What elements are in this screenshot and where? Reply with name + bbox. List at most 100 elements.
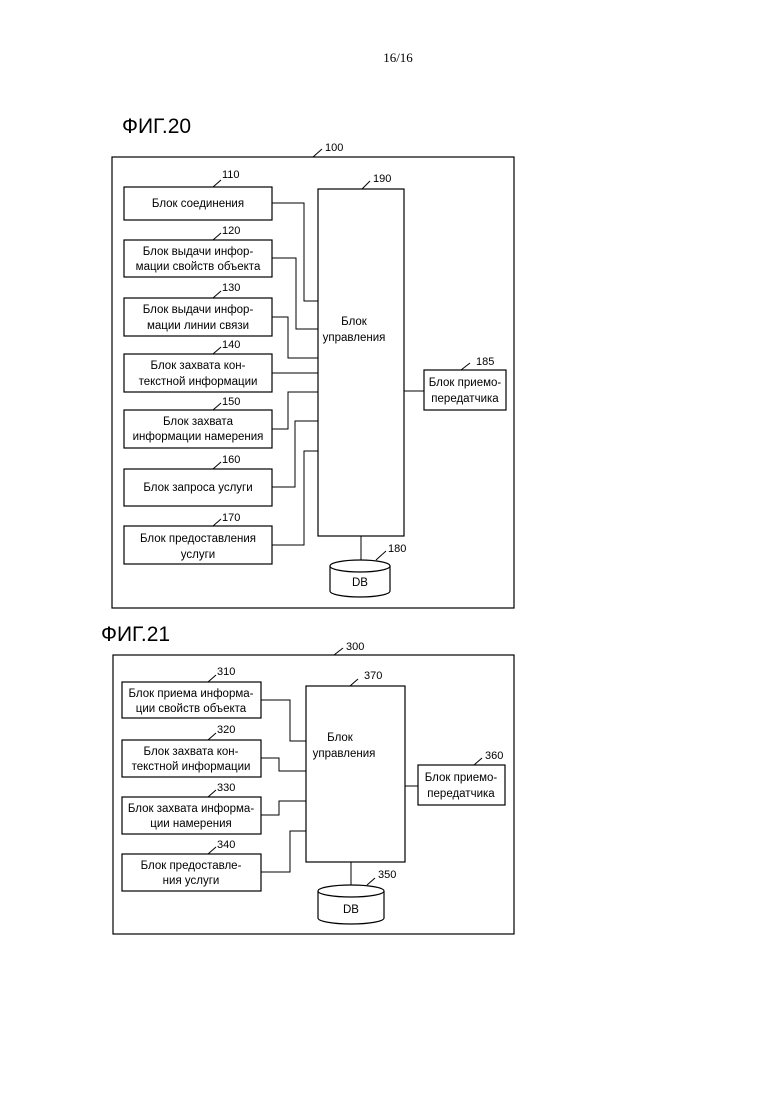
figure-20: ФИГ.20 100 Блок соединения 110 Блок выда…: [112, 115, 514, 608]
fig20-block-170-line1: Блок предоставления: [140, 533, 256, 545]
fig20-block-170-ref: 170: [222, 512, 240, 524]
fig20-transceiver-line1: Блок приемо-: [429, 377, 502, 389]
fig20-block-110-ref: 110: [222, 169, 240, 181]
fig21-transceiver-ref: 360: [485, 750, 503, 762]
fig21-block-340-line2: ния услуги: [163, 875, 220, 887]
fig20-db-top: [330, 560, 390, 572]
fig20-block-160-leader: [213, 462, 221, 469]
fig21-block-340-ref: 340: [217, 839, 235, 851]
fig21-transceiver-leader: [474, 758, 482, 765]
fig20-block-130: Блок выдачи инфор- мации линии связи 130: [124, 282, 272, 336]
fig21-block-340-line1: Блок предоставле-: [141, 860, 242, 872]
fig21-block-310-line2: ции свойств объекта: [136, 703, 247, 715]
fig20-block-120-line1: Блок выдачи инфор-: [143, 246, 254, 258]
fig20-block-130-leader: [213, 291, 221, 298]
fig21-block-320-line1: Блок захвата кон-: [144, 746, 239, 758]
fig21-block-320-ref: 320: [217, 724, 235, 736]
fig21-control-line1: Блок: [327, 732, 354, 744]
fig21-block-330-ref: 330: [217, 782, 235, 794]
fig20-block-130-ref: 130: [222, 282, 240, 294]
fig20-db-ref: 180: [388, 543, 406, 555]
fig20-block-140: Блок захвата кон- текстной информации 14…: [124, 339, 272, 392]
fig20-wire-160: [272, 421, 318, 487]
fig20-block-160-ref: 160: [222, 454, 240, 466]
fig20-block-170-line2: услуги: [181, 549, 215, 561]
fig20-control-leader: [362, 181, 370, 189]
fig20-block-150: Блок захвата информации намерения 150: [124, 396, 272, 448]
fig20-block-150-ref: 150: [222, 396, 240, 408]
fig21-frame-leader: [334, 648, 343, 655]
fig20-frame-leader: [313, 149, 322, 157]
fig20-db-leader: [376, 551, 386, 560]
fig20-block-120: Блок выдачи инфор- мации свойств объекта…: [124, 225, 272, 277]
fig20-block-120-leader: [213, 233, 221, 240]
fig20-block-170-leader: [213, 519, 221, 526]
fig20-title: ФИГ.20: [122, 115, 191, 138]
fig21-control-line2: управления: [313, 748, 376, 760]
fig21-wire-310: [261, 700, 306, 741]
fig20-transceiver-line2: передатчика: [431, 393, 499, 405]
fig20-block-160: Блок запроса услуги 160: [124, 454, 272, 506]
fig21-block-310-leader: [208, 675, 216, 682]
fig20-block-140-leader: [213, 347, 221, 354]
fig20-block-110: Блок соединения 110: [124, 169, 272, 220]
fig20-control-line2: управления: [323, 332, 386, 344]
fig20-block-120-line2: мации свойств объекта: [136, 261, 261, 273]
fig20-block-110-label: Блок соединения: [152, 198, 244, 210]
fig21-transceiver-line1: Блок приемо-: [425, 772, 498, 784]
fig20-block-130-line1: Блок выдачи инфор-: [143, 304, 254, 316]
fig21-block-320: Блок захвата кон- текстной информации 32…: [122, 724, 261, 777]
fig21-db-ref: 350: [378, 869, 396, 881]
fig20-block-150-line2: информации намерения: [133, 431, 264, 443]
fig21-block-320-line2: текстной информации: [132, 761, 251, 773]
fig21-block-310: Блок приема информа- ции свойств объекта…: [122, 666, 261, 718]
fig21-db-leader: [367, 878, 375, 885]
fig20-block-140-line1: Блок захвата кон-: [151, 360, 246, 372]
fig20-block-150-line1: Блок захвата: [163, 416, 234, 428]
fig21-block-320-leader: [208, 733, 216, 740]
fig21-wire-340: [261, 831, 306, 872]
fig21-db-top: [318, 885, 384, 897]
fig21-block-330-line1: Блок захвата информа-: [128, 803, 254, 815]
fig21-block-330-line2: ции намерения: [150, 818, 231, 830]
fig20-transceiver-block: Блок приемо- передатчика 185: [424, 356, 506, 410]
fig21-wire-320: [261, 758, 306, 771]
fig20-wire-110: [272, 203, 318, 301]
fig21-control-leader: [350, 679, 358, 686]
fig21-block-310-line1: Блок приема информа-: [129, 688, 254, 700]
fig20-db-label: DB: [352, 577, 368, 589]
fig20-block-140-line2: текстной информации: [139, 376, 258, 388]
fig20-block-110-leader: [213, 180, 221, 187]
fig20-wire-120: [272, 258, 318, 329]
fig21-block-340-leader: [208, 847, 216, 854]
fig21-control-ref: 370: [364, 670, 382, 682]
fig21-control-block: Блок управления 370: [306, 670, 405, 862]
figure-21: ФИГ.21 300 Блок приема информа- ции свой…: [101, 623, 514, 934]
fig21-title: ФИГ.21: [101, 623, 170, 646]
fig21-block-330: Блок захвата информа- ции намерения 330: [122, 782, 261, 834]
fig21-block-330-leader: [208, 790, 216, 797]
fig20-control-box: [318, 189, 404, 536]
fig20-transceiver-ref: 185: [476, 356, 494, 368]
fig20-control-block: Блок управления 190: [318, 173, 404, 536]
fig20-control-line1: Блок: [341, 316, 368, 328]
fig20-block-170: Блок предоставления услуги 170: [124, 512, 272, 564]
fig21-transceiver-line2: передатчика: [427, 788, 495, 800]
fig20-control-ref: 190: [373, 173, 391, 185]
fig21-db-cylinder: DB 350: [318, 869, 396, 924]
fig20-block-160-label: Блок запроса услуги: [143, 482, 252, 494]
fig21-block-310-ref: 310: [217, 666, 235, 678]
fig21-frame-ref: 300: [346, 641, 364, 653]
fig20-frame-ref: 100: [325, 142, 343, 154]
fig20-transceiver-leader: [461, 363, 470, 370]
fig21-transceiver-block: Блок приемо- передатчика 360: [418, 750, 505, 805]
fig20-block-130-line2: мации линии связи: [147, 320, 249, 332]
fig20-wire-130: [272, 317, 318, 358]
fig21-wire-330: [261, 801, 306, 815]
fig20-block-150-leader: [213, 403, 221, 410]
fig21-db-label: DB: [343, 904, 359, 916]
page-number: 16/16: [383, 50, 413, 65]
fig21-block-340: Блок предоставле- ния услуги 340: [122, 839, 261, 891]
fig20-block-140-ref: 140: [222, 339, 240, 351]
